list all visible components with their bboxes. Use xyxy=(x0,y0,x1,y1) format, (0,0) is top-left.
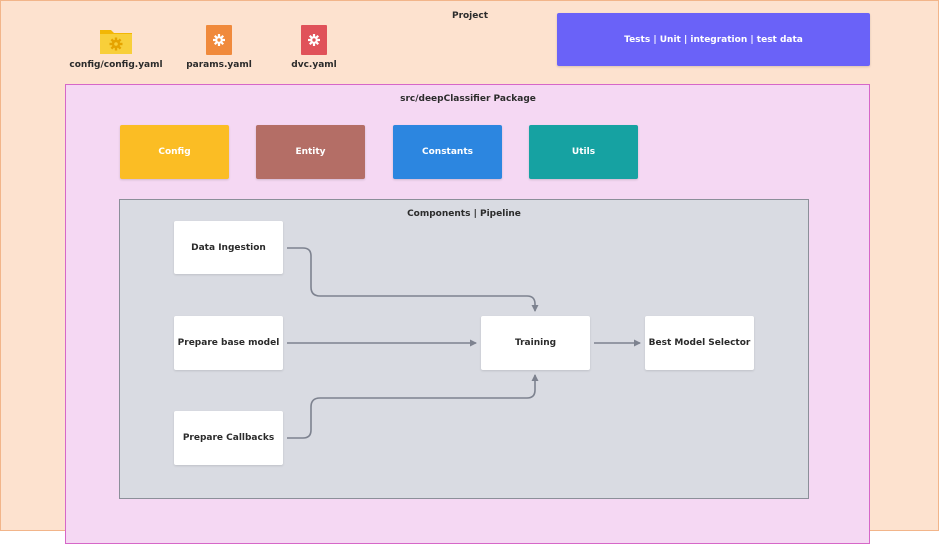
folder-gear-icon xyxy=(100,24,132,56)
node-prepare-callbacks[interactable]: Prepare Callbacks xyxy=(174,411,283,465)
node-data-ingestion[interactable]: Data Ingestion xyxy=(174,221,283,274)
dvc-yaml-file[interactable]: dvc.yaml xyxy=(264,24,364,70)
module-entity[interactable]: Entity xyxy=(256,125,365,179)
config-yaml-file[interactable]: config/config.yaml xyxy=(66,24,166,70)
tests-banner[interactable]: Tests | Unit | integration | test data xyxy=(557,13,870,66)
node-best-model-selector[interactable]: Best Model Selector xyxy=(645,316,754,370)
package-title: src/deepClassifier Package xyxy=(400,94,536,104)
node-training[interactable]: Training xyxy=(481,316,590,370)
project-title: Project xyxy=(451,11,489,21)
module-config[interactable]: Config xyxy=(120,125,229,179)
file-gear-icon xyxy=(300,24,328,56)
file-label: dvc.yaml xyxy=(291,60,337,70)
file-gear-icon xyxy=(205,24,233,56)
node-prepare-base-model[interactable]: Prepare base model xyxy=(174,316,283,370)
components-title: Components | Pipeline xyxy=(407,209,521,219)
module-constants[interactable]: Constants xyxy=(393,125,502,179)
file-label: params.yaml xyxy=(186,60,252,70)
file-label: config/config.yaml xyxy=(69,60,163,70)
params-yaml-file[interactable]: params.yaml xyxy=(169,24,269,70)
module-utils[interactable]: Utils xyxy=(529,125,638,179)
